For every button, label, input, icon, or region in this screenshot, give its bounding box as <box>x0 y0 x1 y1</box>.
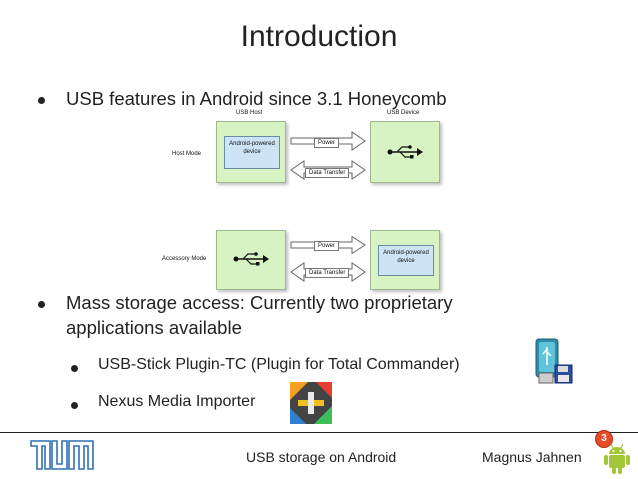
bullet-mass-storage: Mass storage access: Currently two propr… <box>66 292 453 313</box>
bullet-dot <box>71 402 78 409</box>
android-device-box: Android-powered device <box>224 136 280 169</box>
footer-rule <box>0 432 638 433</box>
accessory-mode-label: Accessory Mode <box>162 256 207 262</box>
nexus-media-importer-icon <box>290 382 332 424</box>
host-box: Android-powered device <box>216 121 286 183</box>
col-usb-device: USB Device <box>387 110 420 116</box>
tum-logo-icon <box>30 440 94 470</box>
bullet-dot <box>71 365 78 372</box>
footer-author: Magnus Jahnen <box>482 449 582 465</box>
accessory-device-box: Android-powered device <box>370 230 440 290</box>
android-robot-icon <box>604 443 630 474</box>
col-usb-host: USB Host <box>236 110 263 116</box>
sub-bullet-nexus-media-importer: Nexus Media Importer <box>98 393 256 410</box>
usb-stick-plugin-icon <box>535 338 573 384</box>
android-device-line2: device <box>243 149 261 155</box>
host-mode-label: Host Mode <box>172 151 202 157</box>
footer-title: USB storage on Android <box>246 449 397 465</box>
page-number-badge: 3 <box>595 430 613 448</box>
power-label: Power <box>314 241 340 251</box>
bullet-mass-storage-cont: applications available <box>66 317 242 338</box>
bullet-usb-features: USB features in Android since 3.1 Honeyc… <box>66 88 447 109</box>
bullet-dot <box>38 301 45 308</box>
usb-icon <box>387 145 423 159</box>
usb-modes-diagram: USB Host USB Device Host Mode Android-po… <box>140 108 470 290</box>
bullet-dot <box>38 97 45 104</box>
data-transfer-label: Data Transfer <box>305 168 350 178</box>
android-device-line1: Android-powered <box>229 141 275 147</box>
android-device-box: Android-powered device <box>378 245 434 276</box>
host-arrows <box>290 131 366 180</box>
sub-bullet-usb-stick-plugin: USB-Stick Plugin-TC (Plugin for Total Co… <box>98 356 460 373</box>
usb-icon <box>233 252 269 266</box>
slide-title: Introduction <box>240 20 398 53</box>
android-device-line2: device <box>397 258 415 264</box>
device-box <box>370 121 440 183</box>
data-transfer-label: Data Transfer <box>305 268 350 278</box>
accessory-host-box <box>216 230 286 290</box>
android-device-line1: Android-powered <box>383 250 429 256</box>
power-label: Power <box>314 138 340 148</box>
